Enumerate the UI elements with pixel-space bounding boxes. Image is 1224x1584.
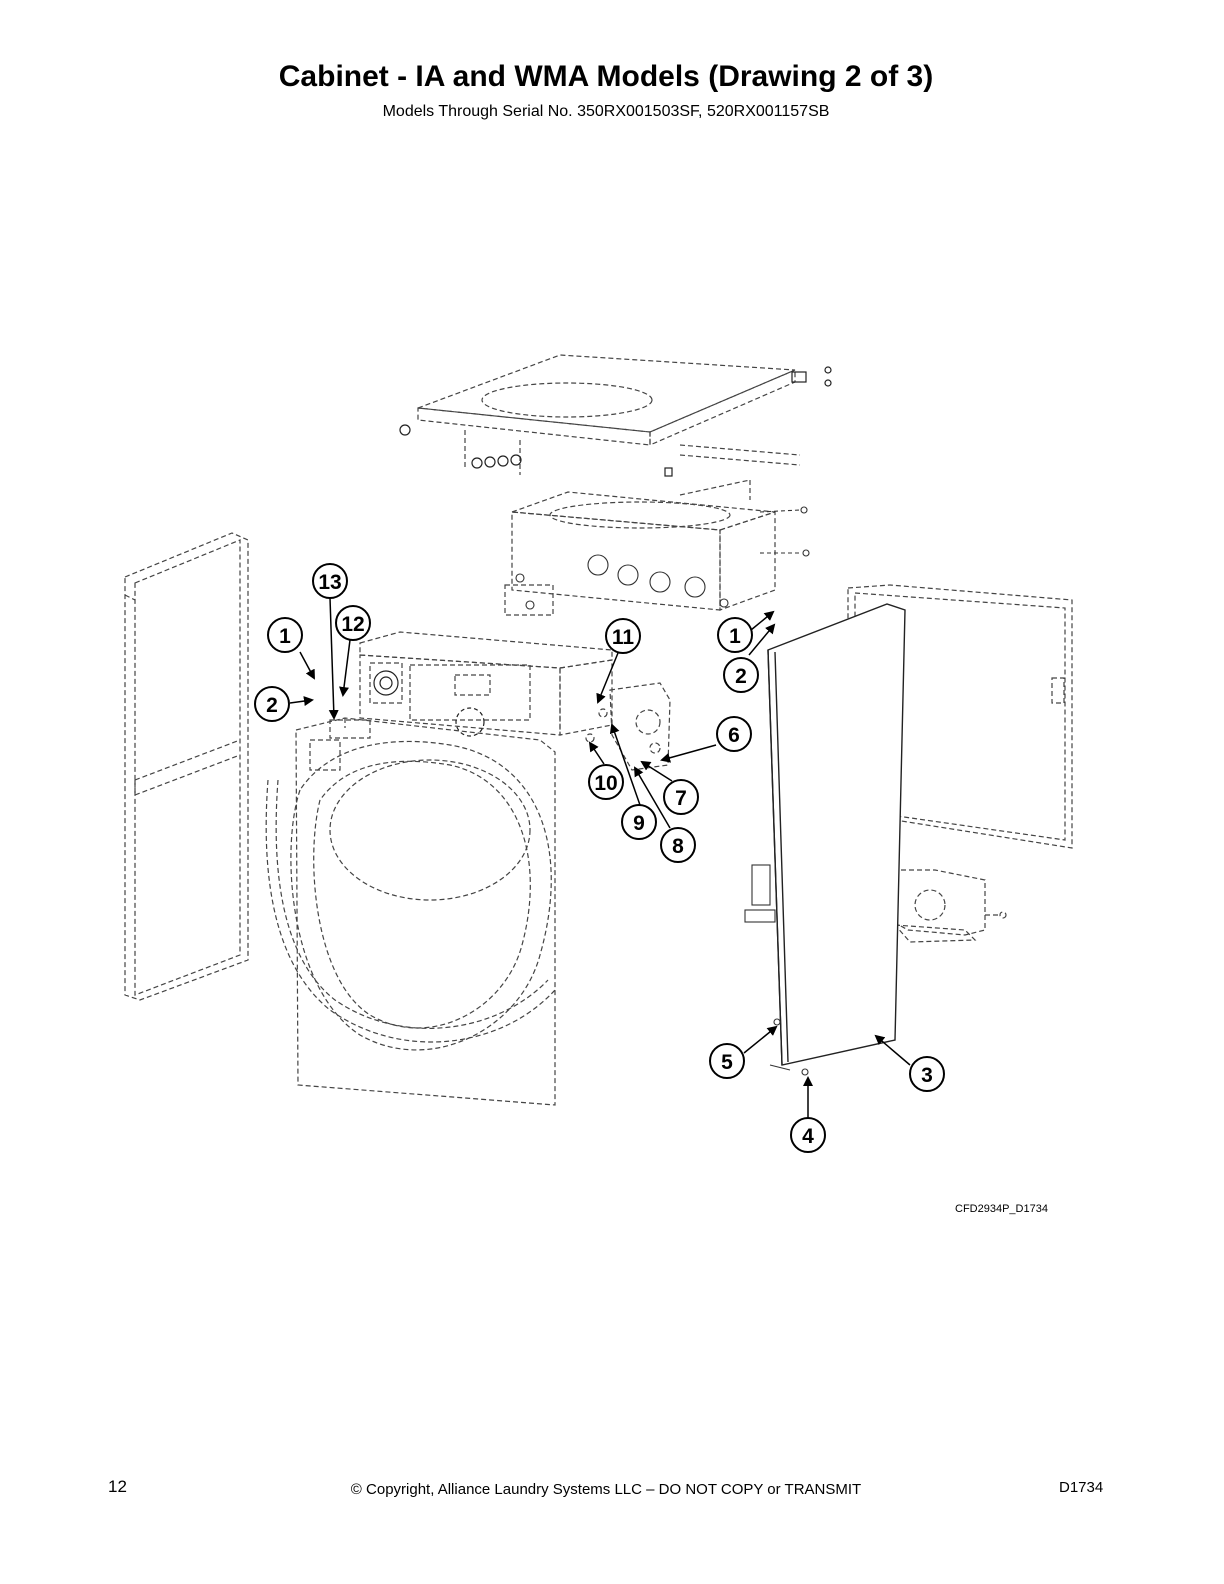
svg-text:4: 4 — [802, 1125, 814, 1148]
bracket-screws — [759, 506, 810, 557]
document-number: D1734 — [1059, 1479, 1104, 1496]
callout-8: 8 — [660, 827, 696, 863]
svg-text:13: 13 — [318, 571, 341, 594]
svg-text:2: 2 — [266, 694, 278, 717]
drawing-id: CFD2934P_D1734 — [955, 1203, 1048, 1215]
bracket-holes — [515, 554, 729, 610]
svg-text:3: 3 — [921, 1064, 933, 1087]
svg-text:9: 9 — [633, 812, 645, 835]
svg-text:5: 5 — [721, 1051, 733, 1074]
callout-5: 5 — [709, 1043, 745, 1079]
back-panel — [767, 603, 906, 1066]
copyright-notice: © Copyright, Alliance Laundry Systems LL… — [350, 1481, 862, 1498]
page-number: 12 — [108, 1477, 127, 1496]
callout-4: 4 — [790, 1117, 826, 1153]
callout-7: 7 — [663, 779, 699, 815]
svg-text:1: 1 — [729, 625, 741, 648]
left-side-panel — [124, 532, 249, 1001]
top-panel — [417, 354, 801, 475]
page-subtitle: Models Through Serial No. 350RX001503SF,… — [382, 103, 830, 120]
svg-text:6: 6 — [728, 724, 740, 747]
svg-text:2: 2 — [735, 665, 747, 688]
lower-right-bracket — [884, 869, 1007, 943]
callout-leaders — [289, 597, 911, 1118]
svg-text:7: 7 — [675, 787, 687, 810]
callout-9: 9 — [621, 804, 657, 840]
callout-1-right: 1 — [717, 617, 753, 653]
svg-text:8: 8 — [672, 835, 684, 858]
callout-6: 6 — [716, 716, 752, 752]
callout-10: 10 — [588, 764, 624, 800]
callout-12: 12 — [335, 605, 371, 641]
top-panel-fasteners — [399, 366, 832, 477]
svg-text:12: 12 — [341, 613, 364, 636]
control-knob — [373, 670, 485, 737]
callout-2: 2 — [254, 686, 290, 722]
callout-11: 11 — [605, 618, 641, 654]
front-panel — [265, 717, 556, 1106]
page-title: Cabinet - IA and WMA Models (Drawing 2 o… — [278, 60, 934, 93]
back-panel-tabs — [744, 864, 809, 1076]
svg-text:10: 10 — [594, 772, 617, 795]
svg-text:11: 11 — [612, 626, 635, 649]
callout-2-right: 2 — [723, 657, 759, 693]
console-side-bracket — [585, 682, 671, 771]
callout-3: 3 — [909, 1056, 945, 1092]
svg-text:1: 1 — [279, 625, 291, 648]
callout-1: 1 — [267, 617, 303, 653]
control-console — [359, 631, 613, 736]
upper-bracket — [504, 479, 776, 616]
callout-13: 13 — [312, 563, 348, 599]
